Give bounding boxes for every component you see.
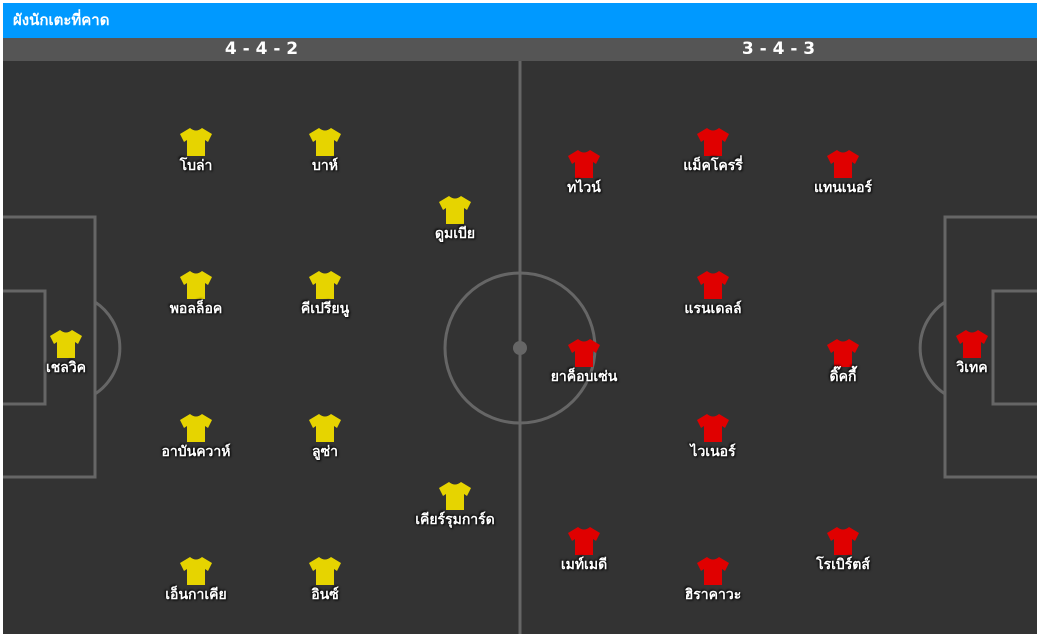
player-away-forward[interactable]: แทนเนอร์ (778, 149, 908, 196)
yellow-shirt-icon (309, 557, 341, 585)
player-home-midfielder[interactable]: ลูซ่า (260, 413, 390, 460)
red-shirt-icon (697, 271, 729, 299)
player-name: ทไวน์ (567, 180, 601, 196)
player-name: เชลวิค (45, 360, 87, 376)
player-name: บาห์ (312, 158, 338, 174)
player-name: แทนเนอร์ (813, 180, 873, 196)
player-home-forward[interactable]: ดูมเบีย (390, 195, 520, 242)
pitch-markings (3, 61, 1037, 634)
player-away-defender[interactable]: เมท์เมดี (519, 526, 649, 573)
yellow-shirt-icon (180, 128, 212, 156)
yellow-shirt-icon (439, 196, 471, 224)
yellow-shirt-icon (439, 482, 471, 510)
player-name: ฮิราคาวะ (684, 587, 742, 603)
football-pitch: เชลวิค โบล่า บาห์ พอลล็อค คีเปรียนู อาบั… (3, 61, 1037, 634)
player-name: โบล่า (179, 158, 213, 174)
player-name: เคียร์รุมการ์ด (415, 512, 495, 528)
yellow-shirt-icon (50, 330, 82, 358)
player-name: เมท์เมดี (560, 557, 608, 573)
player-name: แรนเดลล์ (684, 301, 742, 317)
red-shirt-icon (568, 527, 600, 555)
away-formation: 3 - 4 - 3 (741, 39, 816, 59)
player-name: อินซ์ (311, 587, 339, 603)
player-home-goalkeeper[interactable]: เชลวิค (3, 329, 131, 376)
red-shirt-icon (697, 414, 729, 442)
yellow-shirt-icon (180, 271, 212, 299)
home-formation: 4 - 4 - 2 (224, 39, 299, 59)
player-name: อาบันควาห์ (161, 444, 231, 460)
yellow-shirt-icon (180, 557, 212, 585)
yellow-shirt-icon (309, 128, 341, 156)
player-away-midfielder[interactable]: ไวเนอร์ (648, 413, 778, 460)
player-home-defender[interactable]: คีเปรียนู (260, 270, 390, 317)
yellow-shirt-icon (309, 271, 341, 299)
red-shirt-icon (568, 150, 600, 178)
player-name: ลูซ่า (312, 444, 338, 460)
red-shirt-icon (697, 128, 729, 156)
player-home-midfielder[interactable]: อาบันควาห์ (131, 413, 261, 460)
player-home-midfielder[interactable]: อินซ์ (260, 556, 390, 603)
player-name: ยาค็อบเซ่น (550, 369, 618, 385)
formation-bar: 4 - 4 - 2 3 - 4 - 3 (3, 38, 1037, 61)
player-name: ดิ๊คกี้ (829, 369, 857, 385)
red-shirt-icon (827, 527, 859, 555)
red-shirt-icon (827, 339, 859, 367)
player-away-forward[interactable]: ดิ๊คกี้ (778, 338, 908, 385)
player-name: ดูมเบีย (434, 226, 476, 242)
player-name: โรเบิร์ตส์ (816, 557, 870, 573)
player-home-forward[interactable]: เคียร์รุมการ์ด (390, 481, 520, 528)
red-shirt-icon (697, 557, 729, 585)
player-away-defender[interactable]: ยาค็อบเซ่น (519, 338, 649, 385)
red-shirt-icon (827, 150, 859, 178)
player-name: ไวเนอร์ (690, 444, 736, 460)
player-name: เอ็นกาเคีย (165, 587, 227, 603)
player-away-forward[interactable]: โรเบิร์ตส์ (778, 526, 908, 573)
player-name: พอลล็อค (169, 301, 223, 317)
player-away-defender[interactable]: ทไวน์ (519, 149, 649, 196)
player-home-defender[interactable]: พอลล็อค (131, 270, 261, 317)
player-away-midfielder[interactable]: แรนเดลล์ (648, 270, 778, 317)
red-shirt-icon (568, 339, 600, 367)
player-away-goalkeeper[interactable]: วิเทค (907, 329, 1037, 376)
player-away-midfielder[interactable]: ฮิราคาวะ (648, 556, 778, 603)
yellow-shirt-icon (309, 414, 341, 442)
player-home-defender[interactable]: โบล่า (131, 127, 261, 174)
lineup-header-title: ผังนักเตะที่คาด (3, 3, 1037, 38)
yellow-shirt-icon (180, 414, 212, 442)
player-name: คีเปรียนู (300, 301, 350, 317)
red-shirt-icon (956, 330, 988, 358)
player-name: แม็คโครรี่ (683, 158, 743, 174)
player-away-midfielder[interactable]: แม็คโครรี่ (648, 127, 778, 174)
player-home-defender[interactable]: บาห์ (260, 127, 390, 174)
player-name: วิเทค (956, 360, 988, 376)
player-home-midfielder[interactable]: เอ็นกาเคีย (131, 556, 261, 603)
